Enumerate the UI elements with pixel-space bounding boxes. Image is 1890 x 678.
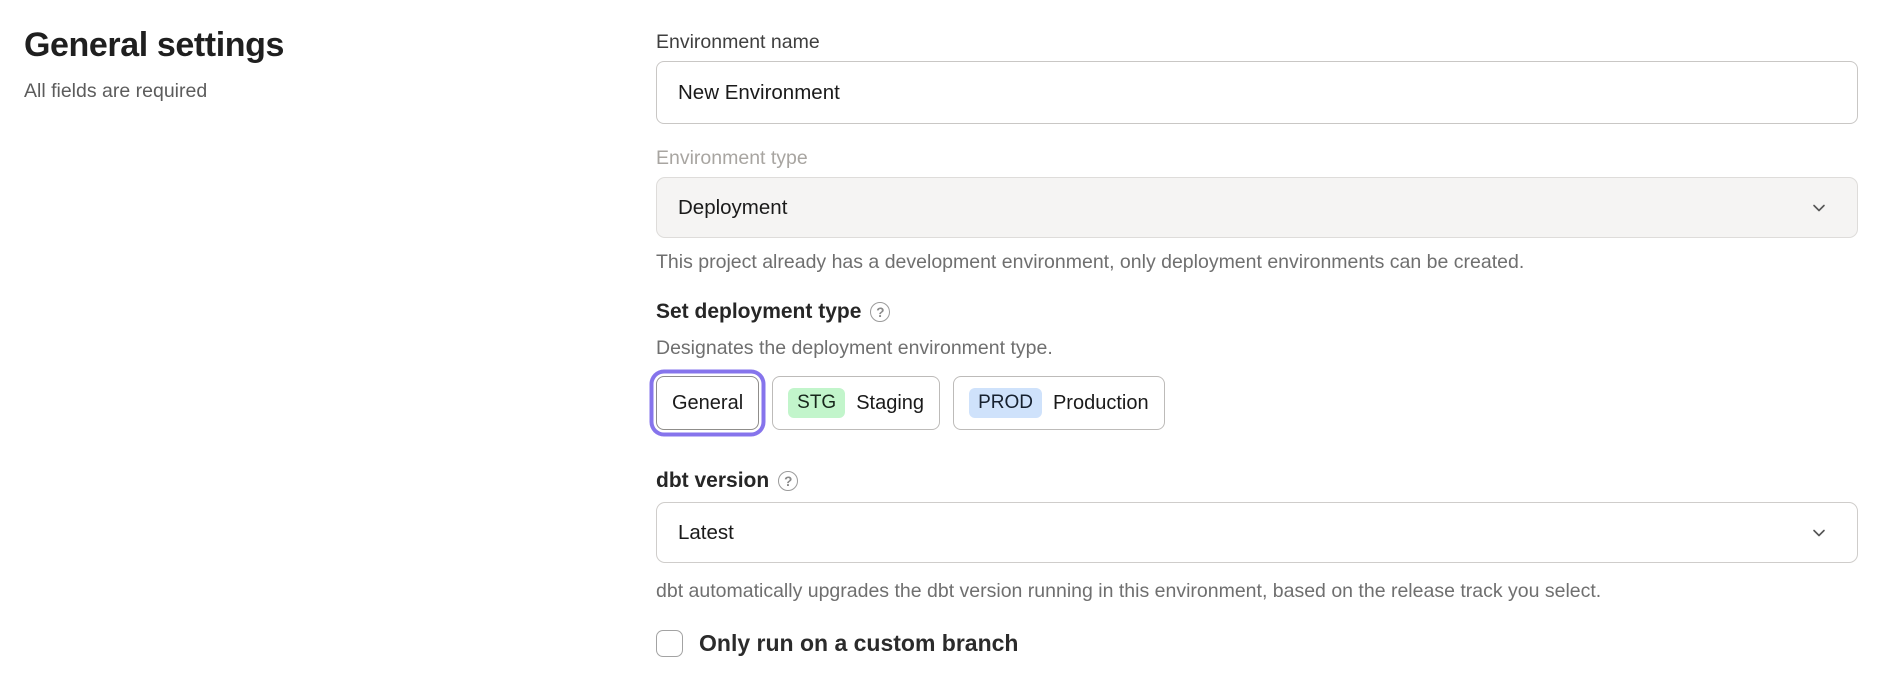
deployment-type-options: General STG Staging PROD Production (656, 370, 1858, 436)
dbt-version-value: Latest (678, 520, 734, 544)
environment-name-label: Environment name (656, 31, 820, 53)
staging-badge: STG (788, 388, 846, 418)
deployment-type-general-button[interactable]: General (656, 376, 760, 430)
deployment-type-production-button[interactable]: PROD Production (953, 376, 1165, 430)
general-settings-form: Environment name Environment type Deploy… (656, 30, 1858, 657)
environment-type-helper: This project already has a development e… (656, 251, 1525, 273)
production-button-label: Production (1052, 391, 1149, 414)
dbt-version-select[interactable]: Latest (656, 502, 1858, 563)
dbt-version-label: dbt version (656, 469, 770, 492)
deployment-type-section: Set deployment type ? (656, 300, 1858, 324)
production-badge: PROD (969, 388, 1042, 418)
environment-type-select[interactable]: Deployment (656, 177, 1858, 238)
dbt-version-section: dbt version ? (656, 469, 1858, 493)
settings-intro: General settings All fields are required (24, 26, 584, 103)
help-icon[interactable]: ? (778, 471, 799, 491)
environment-type-label: Environment type (656, 147, 808, 169)
page-title: General settings (24, 26, 285, 64)
environment-name-input[interactable] (656, 61, 1858, 124)
chevron-down-icon (1810, 199, 1828, 217)
custom-branch-label[interactable]: Only run on a custom branch (699, 630, 1019, 656)
deployment-type-label: Set deployment type (656, 300, 862, 323)
page-subtitle: All fields are required (24, 80, 208, 102)
deployment-type-staging-button[interactable]: STG Staging (772, 376, 941, 430)
general-button-label: General (672, 391, 744, 414)
dbt-version-helper: dbt automatically upgrades the dbt versi… (656, 580, 1602, 602)
environment-type-value: Deployment (678, 195, 788, 219)
staging-button-label: Staging (856, 391, 925, 414)
help-icon[interactable]: ? (870, 302, 891, 322)
custom-branch-checkbox[interactable] (656, 630, 683, 657)
deployment-type-description: Designates the deployment environment ty… (656, 337, 1053, 359)
custom-branch-row: Only run on a custom branch (656, 630, 1858, 657)
chevron-down-icon (1810, 524, 1828, 542)
